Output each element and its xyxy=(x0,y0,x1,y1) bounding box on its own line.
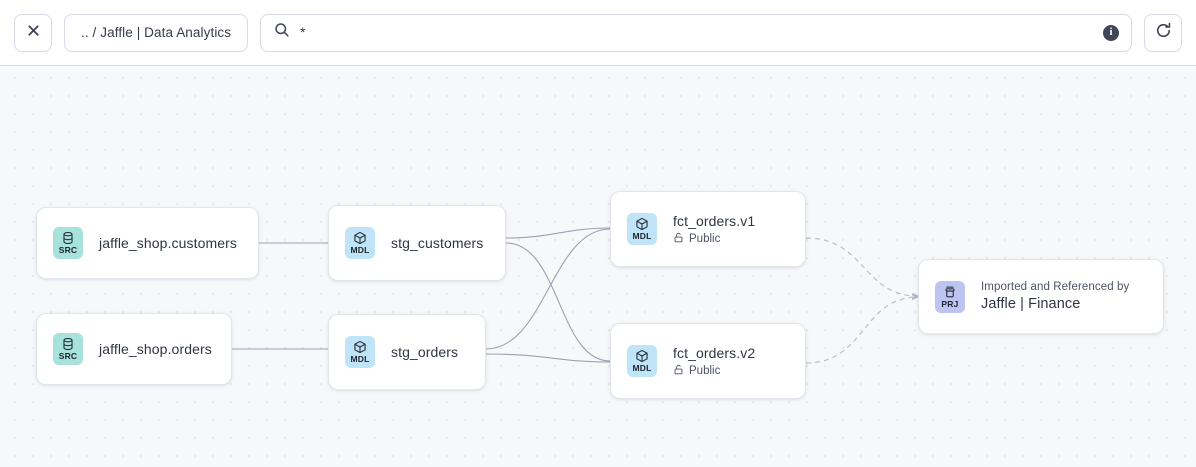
node-title: fct_orders.v1 xyxy=(673,212,756,229)
close-button[interactable] xyxy=(14,13,52,52)
edge-stgorders-to-v2 xyxy=(485,353,611,363)
badge-label: PRJ xyxy=(941,298,959,309)
cube-icon xyxy=(353,231,367,245)
refresh-icon xyxy=(1155,22,1172,44)
cube-icon xyxy=(635,349,649,363)
project-badge: PRJ xyxy=(935,280,965,313)
node-fct-orders-v2[interactable]: MDL fct_orders.v2 Public xyxy=(610,323,806,399)
project-box-icon xyxy=(943,285,957,299)
search-input[interactable] xyxy=(300,25,1093,40)
model-badge: MDL xyxy=(627,213,657,245)
badge-label: SRC xyxy=(58,245,78,255)
search-icon xyxy=(274,22,290,43)
node-title: jaffle_shop.orders xyxy=(99,341,212,357)
node-jaffle-shop-orders[interactable]: SRC jaffle_shop.orders xyxy=(36,313,232,385)
info-icon[interactable]: i xyxy=(1103,24,1119,41)
breadcrumb[interactable]: .. / Jaffle | Data Analytics xyxy=(64,13,249,52)
visibility-label: Public xyxy=(689,364,721,377)
edge-stgcust-to-v1 xyxy=(505,227,611,239)
badge-label: MDL xyxy=(350,245,370,255)
badge-label: MDL xyxy=(632,231,652,241)
node-title: stg_customers xyxy=(391,235,484,251)
badge-label: MDL xyxy=(350,354,370,364)
visibility-label: Public xyxy=(689,232,721,245)
node-title: fct_orders.v2 xyxy=(673,344,756,361)
node-title: stg_orders xyxy=(391,344,459,360)
node-jaffle-shop-customers[interactable]: SRC jaffle_shop.customers xyxy=(36,207,259,279)
edge-v1-to-project xyxy=(805,237,918,296)
visibility-status: Public xyxy=(673,232,755,246)
edge-v2-to-project xyxy=(805,297,918,364)
close-icon xyxy=(26,23,41,43)
node-body: stg_customers xyxy=(391,235,483,251)
source-badge: SRC xyxy=(53,227,83,259)
breadcrumb-label: .. / Jaffle | Data Analytics xyxy=(81,25,232,40)
edge-stgcust-to-v2 xyxy=(505,242,611,362)
node-stg-customers[interactable]: MDL stg_customers xyxy=(328,205,506,281)
toolbar: .. / Jaffle | Data Analytics i xyxy=(0,0,1196,66)
unlock-icon xyxy=(673,232,684,246)
database-icon xyxy=(61,231,75,245)
node-body: fct_orders.v1 Public xyxy=(673,213,755,246)
unlock-icon xyxy=(673,364,684,378)
node-body: Imported and Referenced by Jaffle | Fina… xyxy=(981,281,1129,312)
badge-label: SRC xyxy=(58,351,78,361)
model-badge: MDL xyxy=(627,345,657,377)
node-eyebrow: Imported and Referenced by xyxy=(981,281,1130,293)
node-body: stg_orders xyxy=(391,344,458,360)
badge-label: MDL xyxy=(632,363,652,373)
node-title: Jaffle | Finance xyxy=(981,296,1081,312)
cube-icon xyxy=(635,217,649,231)
source-badge: SRC xyxy=(53,333,83,365)
node-fct-orders-v1[interactable]: MDL fct_orders.v1 Public xyxy=(610,191,806,267)
node-body: jaffle_shop.orders xyxy=(99,341,212,357)
refresh-button[interactable] xyxy=(1144,13,1182,52)
lineage-canvas[interactable]: SRC jaffle_shop.customers SRC jaffle_sho… xyxy=(0,66,1196,467)
node-project-jaffle-finance[interactable]: PRJ Imported and Referenced by Jaffle | … xyxy=(918,259,1164,334)
node-body: fct_orders.v2 Public xyxy=(673,345,755,378)
cube-icon xyxy=(353,340,367,354)
model-badge: MDL xyxy=(345,227,375,259)
model-badge: MDL xyxy=(345,336,375,368)
node-body: jaffle_shop.customers xyxy=(99,235,237,251)
node-stg-orders[interactable]: MDL stg_orders xyxy=(328,314,486,390)
database-icon xyxy=(61,337,75,351)
node-title: jaffle_shop.customers xyxy=(99,235,238,251)
visibility-status: Public xyxy=(673,364,755,378)
search-bar[interactable]: i xyxy=(260,13,1132,52)
